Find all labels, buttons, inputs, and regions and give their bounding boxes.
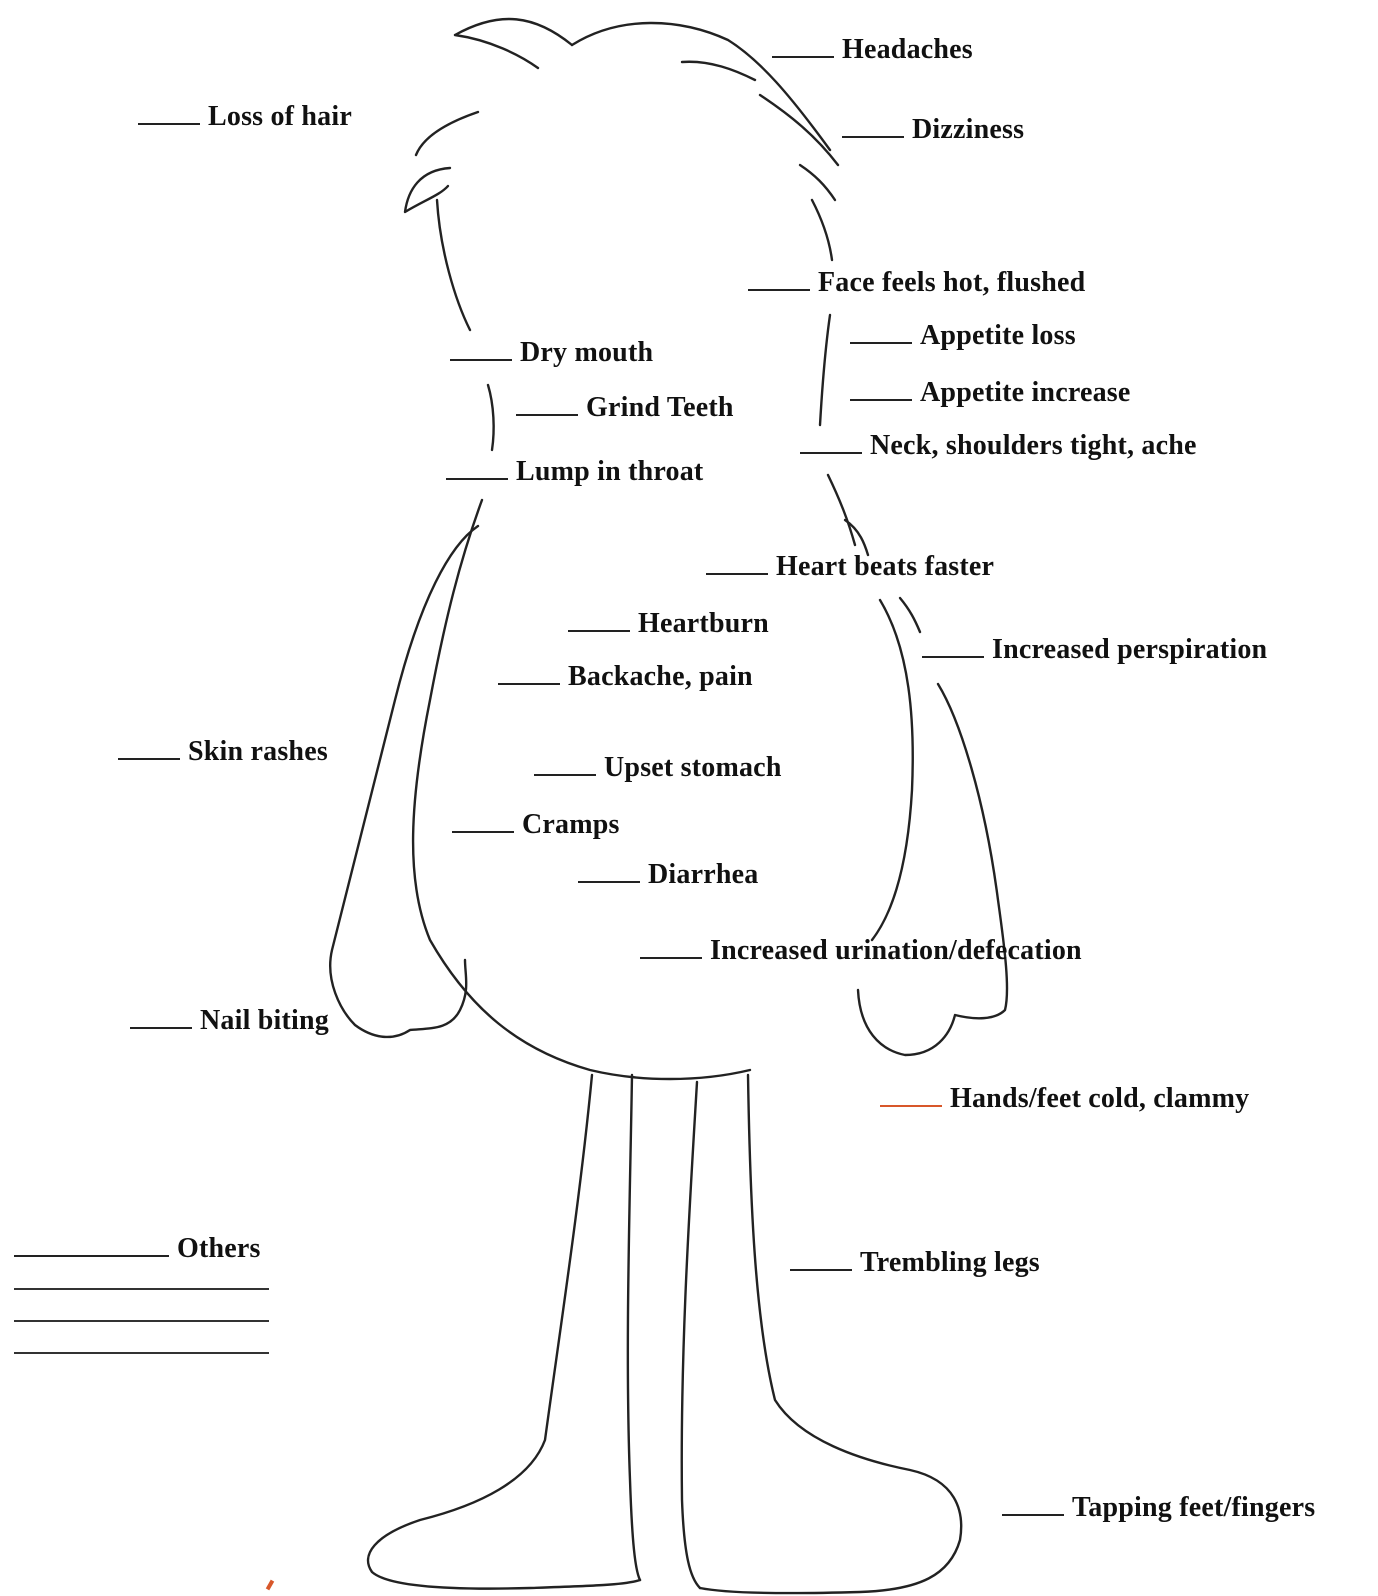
answer-blank[interactable] xyxy=(772,56,834,58)
symptom-tapping[interactable]: Tapping feet/fingers xyxy=(1002,1492,1315,1524)
head-right-side xyxy=(812,200,832,260)
symptom-dizziness[interactable]: Dizziness xyxy=(842,114,1024,146)
symptom-grind-teeth[interactable]: Grind Teeth xyxy=(516,392,734,424)
hair-tuft-left xyxy=(455,19,572,68)
leg-right-outer xyxy=(700,1075,961,1593)
symptom-label: Hands/feet cold, clammy xyxy=(950,1083,1249,1115)
symptom-face-hot[interactable]: Face feels hot, flushed xyxy=(748,267,1085,299)
symptom-cramps[interactable]: Cramps xyxy=(452,809,620,841)
leg-left-outer xyxy=(368,1075,640,1589)
answer-blank[interactable] xyxy=(14,1255,169,1257)
symptom-label: Grind Teeth xyxy=(586,392,734,424)
jaw-left-line xyxy=(488,385,494,450)
symptom-diarrhea[interactable]: Diarrhea xyxy=(578,859,758,891)
symptom-others[interactable]: Others xyxy=(14,1233,261,1265)
symptom-label: Appetite loss xyxy=(920,320,1076,352)
symptom-heart-beats[interactable]: Heart beats faster xyxy=(706,551,994,583)
symptom-label: Increased perspiration xyxy=(992,634,1267,666)
answer-blank[interactable] xyxy=(138,123,200,125)
arm-right-outer xyxy=(858,684,1007,1055)
answer-blank[interactable] xyxy=(850,399,912,401)
hair-left-curl xyxy=(405,168,450,212)
symptom-neck-shoulders[interactable]: Neck, shoulders tight, ache xyxy=(800,430,1197,462)
leg-right-inner xyxy=(682,1082,700,1588)
symptom-headaches[interactable]: Headaches xyxy=(772,34,973,66)
symptom-appetite-increase[interactable]: Appetite increase xyxy=(850,377,1131,409)
answer-blank[interactable] xyxy=(790,1269,852,1271)
symptom-label: Nail biting xyxy=(200,1005,329,1037)
symptom-label: Heartburn xyxy=(638,608,769,640)
symptom-label: Dizziness xyxy=(912,114,1024,146)
answer-blank[interactable] xyxy=(842,136,904,138)
symptom-dry-mouth[interactable]: Dry mouth xyxy=(450,337,653,369)
symptom-label: Headaches xyxy=(842,34,973,66)
symptom-trembling-legs[interactable]: Trembling legs xyxy=(790,1247,1040,1279)
symptom-loss-of-hair[interactable]: Loss of hair xyxy=(138,101,352,133)
symptom-label: Appetite increase xyxy=(920,377,1131,409)
answer-blank[interactable] xyxy=(1002,1514,1064,1516)
symptom-label: Loss of hair xyxy=(208,101,352,133)
symptom-label: Others xyxy=(177,1233,261,1265)
answer-blank[interactable] xyxy=(706,573,768,575)
symptom-label: Diarrhea xyxy=(648,859,758,891)
symptom-label: Tapping feet/fingers xyxy=(1072,1492,1315,1524)
symptom-label: Trembling legs xyxy=(860,1247,1040,1279)
symptom-label: Skin rashes xyxy=(188,736,328,768)
hair-strand-c xyxy=(800,165,835,200)
torso-right-b xyxy=(900,598,920,632)
neck-right xyxy=(828,475,855,545)
symptom-increased-urination[interactable]: Increased urination/defecation xyxy=(640,935,1082,967)
symptom-heartburn[interactable]: Heartburn xyxy=(568,608,769,640)
symptom-label: Cramps xyxy=(522,809,620,841)
symptom-label: Backache, pain xyxy=(568,661,753,693)
symptom-label: Face feels hot, flushed xyxy=(818,267,1085,299)
symptom-skin-rashes[interactable]: Skin rashes xyxy=(118,736,328,768)
answer-blank[interactable] xyxy=(578,881,640,883)
symptom-nail-biting[interactable]: Nail biting xyxy=(130,1005,329,1037)
others-line-2[interactable] xyxy=(14,1288,269,1290)
symptom-increased-perspiration[interactable]: Increased perspiration xyxy=(922,634,1267,666)
hair-strand-a xyxy=(682,62,755,80)
symptom-hands-feet-cold[interactable]: Hands/feet cold, clammy xyxy=(880,1083,1249,1115)
answer-blank[interactable] xyxy=(498,683,560,685)
symptom-label: Neck, shoulders tight, ache xyxy=(870,430,1197,462)
symptom-label: Increased urination/defecation xyxy=(710,935,1082,967)
answer-blank[interactable] xyxy=(880,1105,942,1107)
others-line-3[interactable] xyxy=(14,1320,269,1322)
symptom-label: Heart beats faster xyxy=(776,551,994,583)
answer-blank[interactable] xyxy=(516,414,578,416)
symptom-appetite-loss[interactable]: Appetite loss xyxy=(850,320,1076,352)
torso-right xyxy=(872,600,913,940)
others-line-4[interactable] xyxy=(14,1352,269,1354)
symptom-upset-stomach[interactable]: Upset stomach xyxy=(534,752,782,784)
answer-blank[interactable] xyxy=(850,342,912,344)
symptom-lump-in-throat[interactable]: Lump in throat xyxy=(446,456,703,488)
torso-left xyxy=(413,500,750,1079)
face-right-line xyxy=(820,315,830,425)
answer-blank[interactable] xyxy=(452,831,514,833)
answer-blank[interactable] xyxy=(640,957,702,959)
answer-blank[interactable] xyxy=(446,478,508,480)
leg-left-inner xyxy=(628,1075,640,1580)
arm-left-outer xyxy=(330,526,478,1037)
answer-blank[interactable] xyxy=(800,452,862,454)
symptom-label: Upset stomach xyxy=(604,752,782,784)
symptom-label: Dry mouth xyxy=(520,337,653,369)
answer-blank[interactable] xyxy=(450,359,512,361)
head-left-side xyxy=(437,200,470,330)
symptom-backache[interactable]: Backache, pain xyxy=(498,661,753,693)
answer-blank[interactable] xyxy=(748,289,810,291)
answer-blank[interactable] xyxy=(568,630,630,632)
answer-blank[interactable] xyxy=(118,758,180,760)
answer-blank[interactable] xyxy=(922,656,984,658)
answer-blank[interactable] xyxy=(534,774,596,776)
symptom-label: Lump in throat xyxy=(516,456,703,488)
hair-strand-b xyxy=(760,95,838,165)
hair-left-side xyxy=(416,112,478,155)
answer-blank[interactable] xyxy=(130,1027,192,1029)
